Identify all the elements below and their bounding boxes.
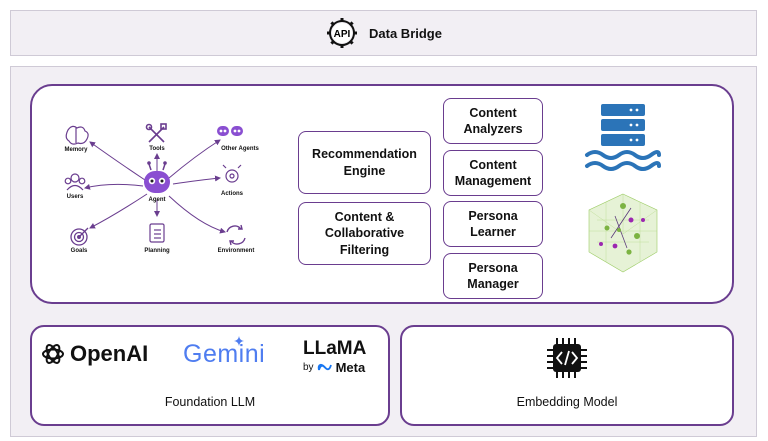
gemini-logo-text: Gemini <box>183 340 266 368</box>
content-management-line-1: Content <box>469 157 517 172</box>
node-label-agent: Agent <box>148 197 166 203</box>
arrow-environment <box>168 195 226 234</box>
filtering-line-2: Collaborative <box>324 226 405 241</box>
data-bridge-title: Data Bridge <box>369 25 442 41</box>
api-icon-text: API <box>334 29 351 40</box>
embedding-model-caption: Embedding Model <box>516 395 618 409</box>
embedding-model-panel <box>400 325 734 426</box>
llama-by-text: by <box>303 362 314 373</box>
recommendation-line-2: Engine <box>343 163 386 178</box>
filtering-line-1: Content & <box>334 210 395 225</box>
content-analyzers-line-1: Content <box>469 105 517 120</box>
environment-cycle-icon <box>226 224 246 246</box>
filtering-line-3: Filtering <box>339 242 390 257</box>
node-label-other-agents: Other Agents <box>221 146 259 152</box>
llama-logo: LLaMA by Meta <box>303 339 383 375</box>
gemini-sparkle-icon <box>234 336 244 346</box>
api-gear-icon: API <box>327 18 358 48</box>
other-agents-icon <box>217 126 243 136</box>
agent-diagram <box>64 123 246 246</box>
persona-manager-line-1: Persona <box>468 260 518 275</box>
foundation-llm-caption: Foundation LLM <box>164 395 256 409</box>
meta-infinity-icon <box>317 363 332 371</box>
foundation-llm-panel <box>30 325 390 426</box>
node-label-tools: Tools <box>149 146 165 152</box>
arrow-actions <box>172 175 221 185</box>
goals-target-icon <box>70 227 89 246</box>
arrow-memory <box>89 141 146 181</box>
recommendation-line-1: Recommendation <box>312 147 417 162</box>
openai-logo: OpenAI <box>40 341 148 367</box>
node-label-memory: Memory <box>64 147 88 153</box>
database-icon <box>585 104 661 171</box>
tools-icon <box>145 123 167 143</box>
planning-clipboard-icon <box>149 223 165 243</box>
node-label-planning: Planning <box>144 248 170 254</box>
llama-by-meta: by Meta <box>303 360 383 375</box>
agent-robot-icon <box>144 161 170 193</box>
node-label-actions: Actions <box>220 191 243 197</box>
arrow-users <box>84 183 144 190</box>
node-label-users: Users <box>66 194 84 200</box>
persona-learner-line-2: Learner <box>470 225 516 239</box>
llama-logo-text: LLaMA <box>303 338 367 359</box>
users-icon <box>64 173 86 191</box>
actions-icon <box>222 164 242 183</box>
arrow-other-agents <box>168 139 221 179</box>
meta-text: Meta <box>335 360 366 375</box>
node-label-goals: Goals <box>70 248 88 254</box>
content-analyzers-line-2: Analyzers <box>463 122 523 136</box>
brain-icon <box>65 125 89 145</box>
node-label-environment: Environment <box>217 248 255 254</box>
persona-learner-line-1: Persona <box>468 208 518 223</box>
openai-knot-icon <box>42 344 64 364</box>
openai-logo-text: OpenAI <box>70 341 149 366</box>
gemini-logo: Gemini <box>183 340 265 369</box>
code-chip-icon <box>547 338 587 378</box>
content-management-line-2: Management <box>454 174 532 188</box>
persona-manager-line-2: Manager <box>467 277 519 291</box>
vector-space-icon <box>588 193 658 273</box>
arrow-goals <box>89 193 148 229</box>
data-bridge-bar: API Data Bridge <box>10 10 757 56</box>
